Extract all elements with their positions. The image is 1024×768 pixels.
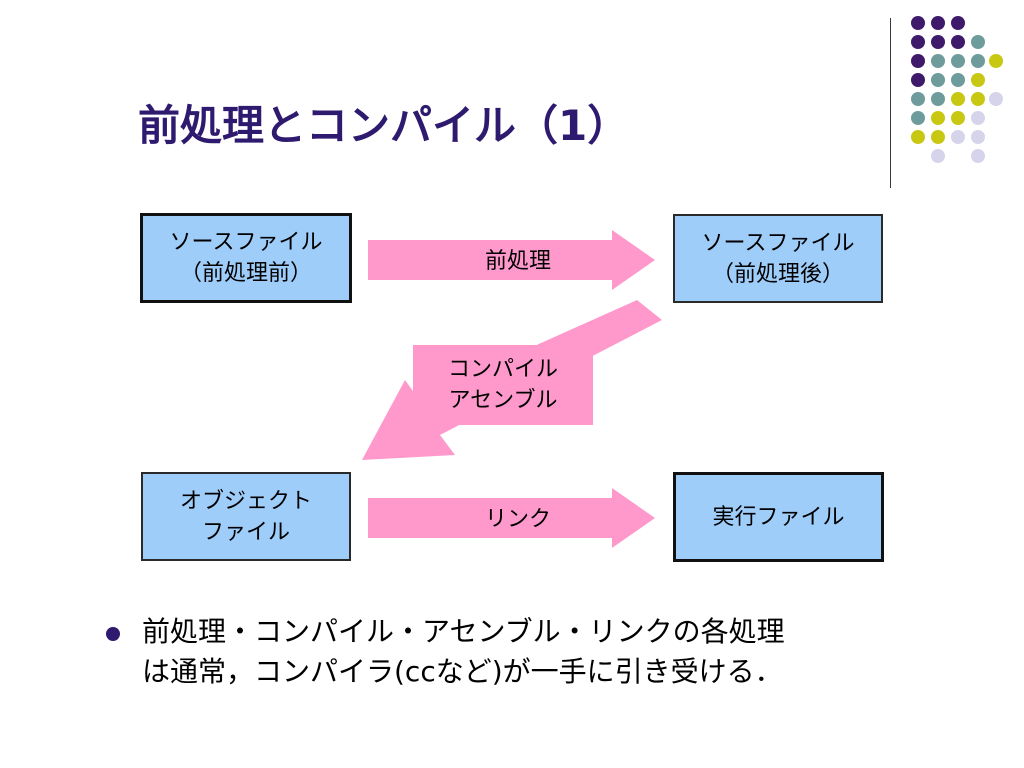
compile-label-line2: アセンブル bbox=[448, 388, 558, 413]
bullet-line1: 前処理・コンパイル・アセンブル・リンクの各処理 bbox=[142, 615, 785, 648]
link-arrow bbox=[368, 488, 655, 548]
compile-label-line1: コンパイル bbox=[447, 357, 558, 382]
preprocess-arrow bbox=[368, 230, 655, 290]
executable-file-box: 実行ファイル bbox=[673, 472, 884, 562]
divider-line bbox=[890, 18, 891, 188]
object-file-box: オブジェクト ファイル bbox=[141, 472, 351, 561]
dot-grid-icon bbox=[911, 16, 1003, 163]
compile-label: コンパイル アセンブル bbox=[413, 354, 593, 416]
source-after-line1: ソースファイル bbox=[701, 230, 855, 256]
compile-label-bg bbox=[413, 345, 593, 425]
source-before-line1: ソースファイル bbox=[169, 230, 323, 255]
preprocess-label: 前処理 bbox=[484, 249, 551, 274]
bullet-text: 前処理・コンパイル・アセンブル・リンクの各処理 は通常，コンパイラ(ccなど)が… bbox=[142, 612, 942, 692]
executable-line1: 実行ファイル bbox=[712, 504, 845, 530]
object-file-line2: ファイル bbox=[201, 519, 290, 545]
page-title: 前処理とコンパイル（1） bbox=[138, 101, 630, 150]
bullet-line2: は通常，コンパイラ(ccなど)が一手に引き受ける． bbox=[142, 655, 783, 688]
object-file-line1: オブジェクト bbox=[179, 488, 312, 514]
source-before-line2: （前処理前） bbox=[179, 261, 312, 286]
bullet-icon bbox=[106, 627, 120, 641]
source-file-after-box: ソースファイル （前処理後） bbox=[673, 214, 883, 303]
source-after-line2: （前処理後） bbox=[711, 261, 844, 287]
source-file-before-box: ソースファイル （前処理前） bbox=[140, 213, 352, 303]
link-label: リンク bbox=[484, 507, 551, 532]
